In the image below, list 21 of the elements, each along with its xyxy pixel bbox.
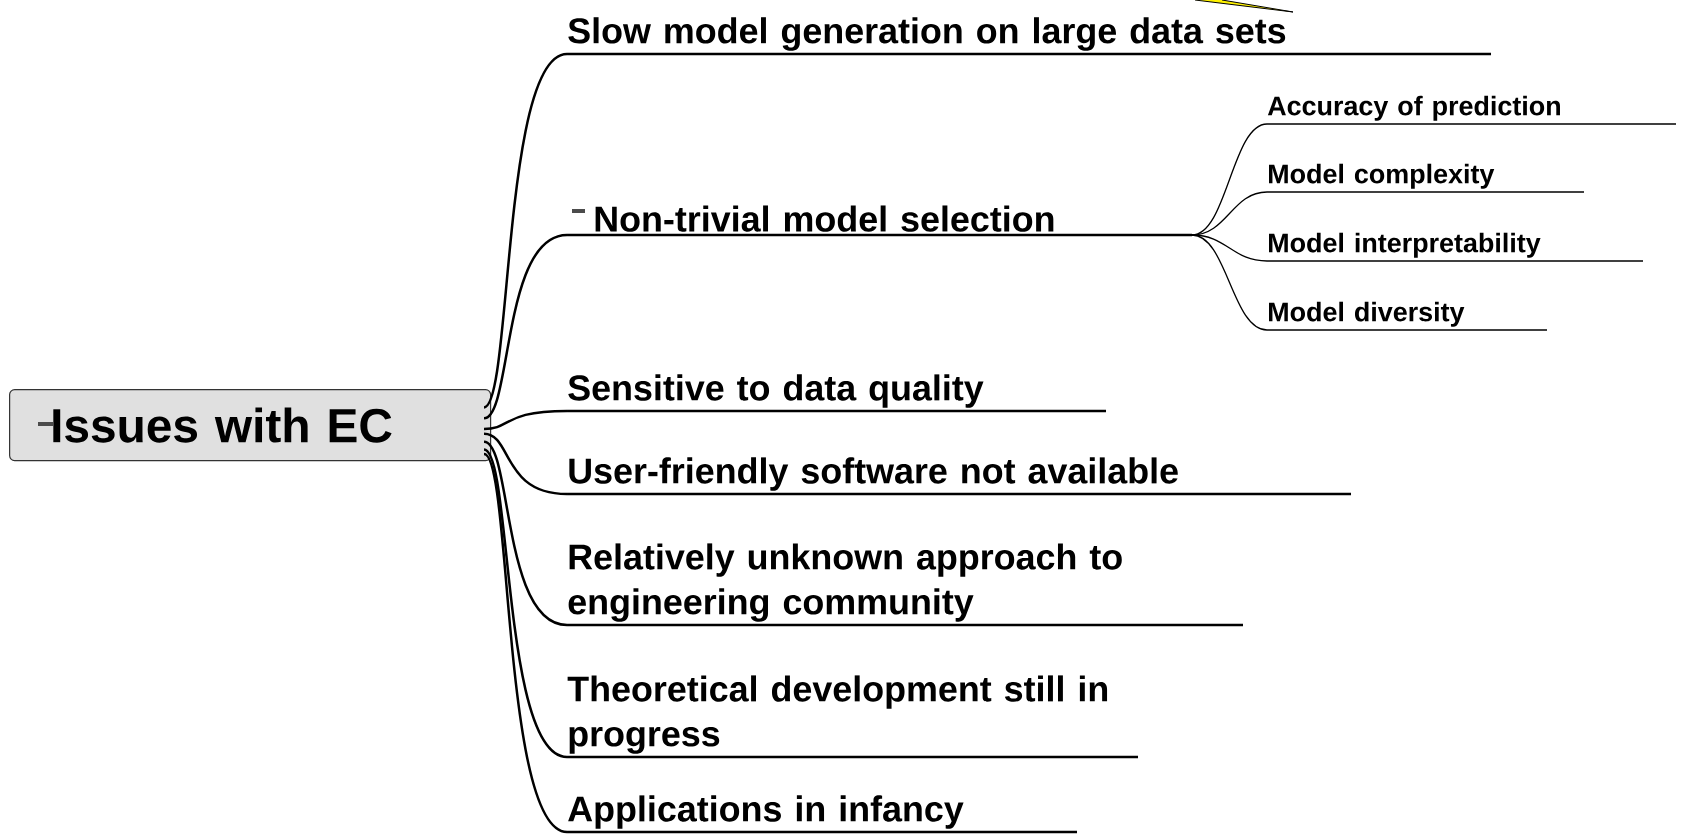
topic-label: Non-trivial model selection: [567, 205, 1192, 237]
topic-label: User-friendly software not available: [567, 457, 1351, 496]
topic-label: Relatively unknown approach to engineering community: [567, 543, 1243, 627]
topic-label: Sensitive to data quality: [567, 374, 1106, 413]
branch-line: [1191, 234, 1268, 262]
topic-label: Model diversity: [1266, 301, 1548, 331]
topic-label: Model interpretability: [1266, 232, 1644, 262]
topic-label: Accuracy of prediction: [1266, 95, 1677, 125]
root-box: Issues with EC: [9, 389, 492, 462]
branch-line: [483, 448, 568, 759]
branch-line: [483, 233, 568, 420]
branch-line: [483, 432, 568, 496]
branch-line: [483, 440, 568, 627]
topic-label: Applications in infancy: [567, 795, 1077, 834]
branch-line: [483, 453, 568, 834]
topic-label: Theoretical development still in progress: [567, 675, 1138, 759]
topic-label: Slow model generation on large data sets: [567, 17, 1491, 56]
branch-line: [483, 52, 568, 409]
branch-line: [1191, 234, 1268, 331]
branch-line: [483, 409, 568, 431]
topic-label: Model complexity: [1266, 163, 1585, 193]
